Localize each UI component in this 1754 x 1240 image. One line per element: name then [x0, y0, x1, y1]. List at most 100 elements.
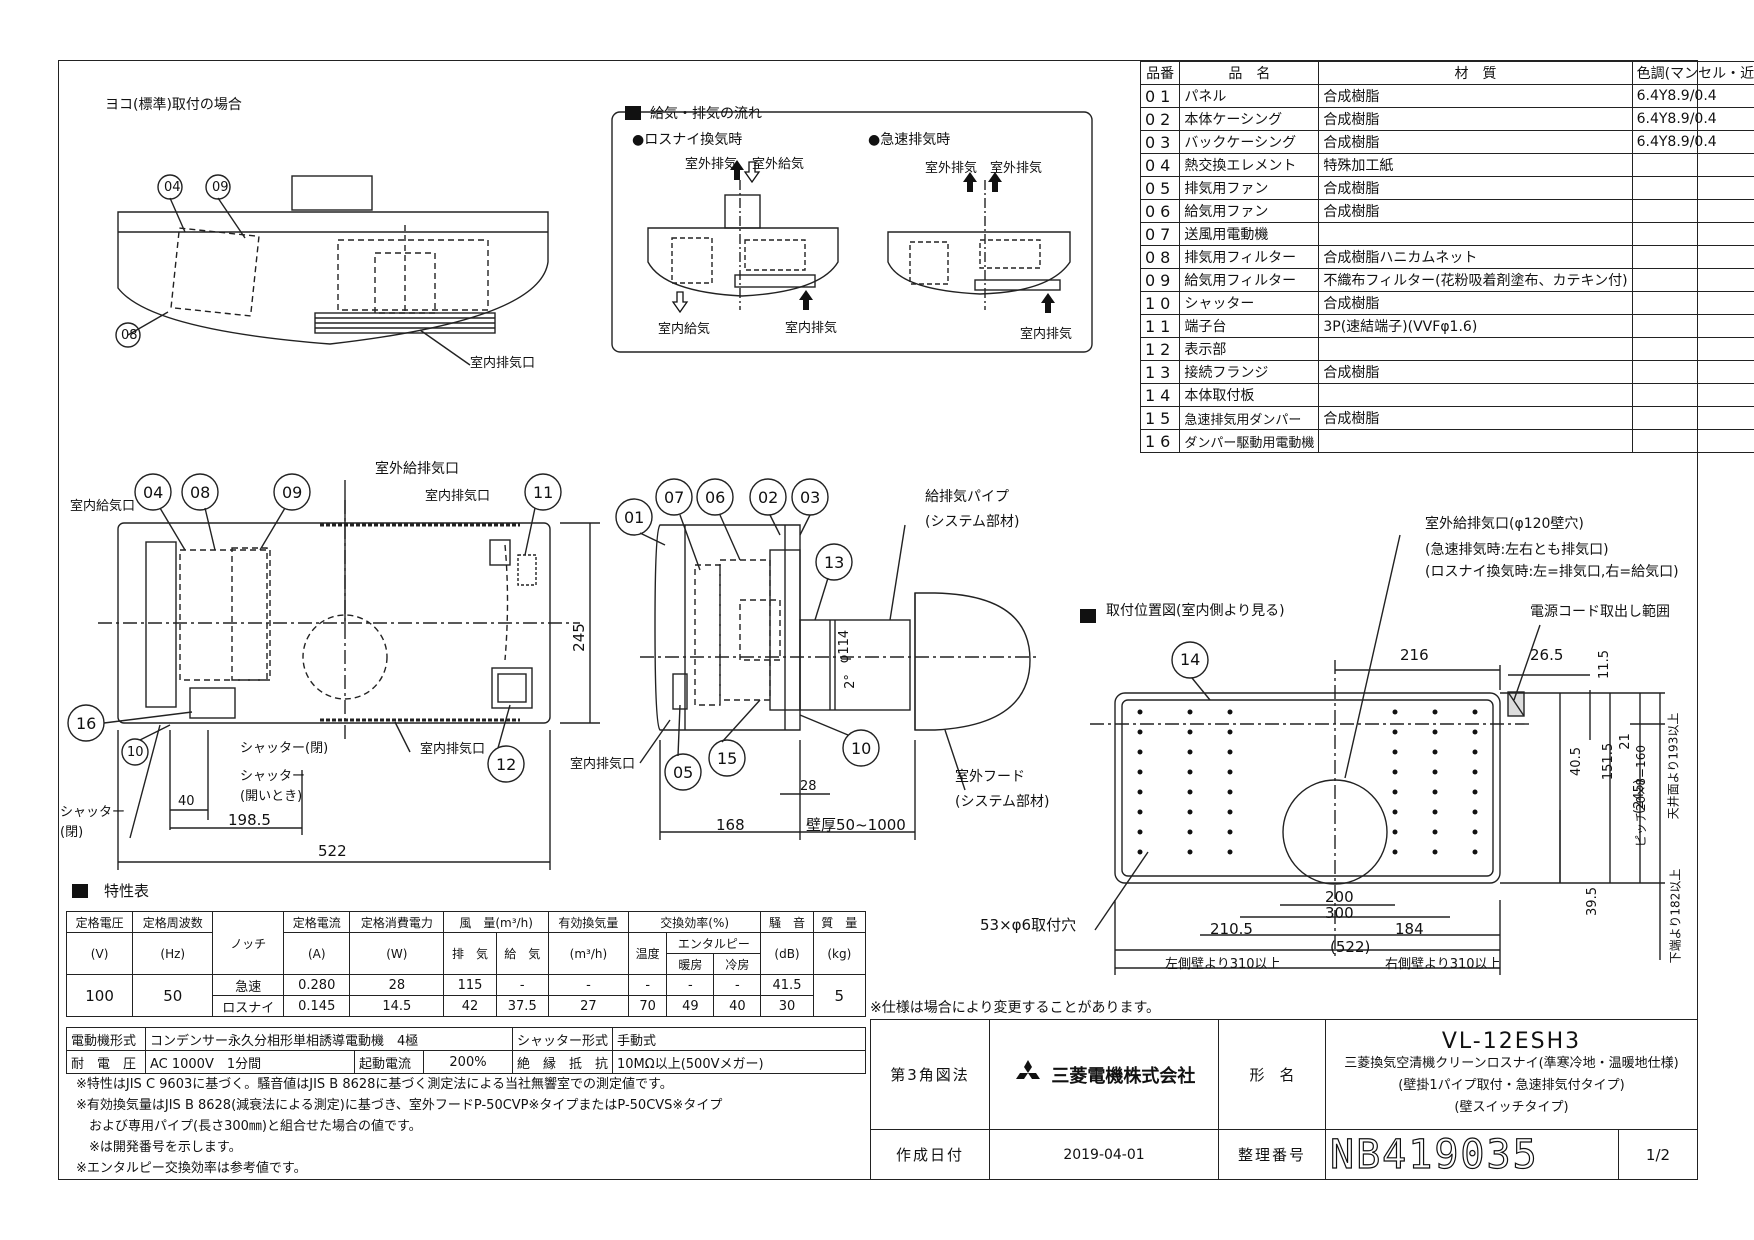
parts-header-material: 材 質 [1318, 61, 1633, 85]
parts-header-name: 品 名 [1179, 61, 1320, 85]
part-material: 合成樹脂ハニカムネット [1318, 245, 1633, 269]
mount-hole [1227, 729, 1233, 735]
mount-hole [1392, 709, 1398, 715]
dim-245: 245 [569, 623, 588, 652]
note-2: ※有効換気量はJIS B 8628(減衰法による測定)に基づき、室外フードP-5… [76, 1098, 723, 1113]
note-5: ※エンタルピー交換効率は参考値です。 [76, 1161, 307, 1176]
mount-hole [1472, 829, 1478, 835]
spec-current-1: 0.145 [283, 995, 351, 1017]
insul-value: 10MΩ以上(500Vメガー) [612, 1050, 866, 1074]
dim-184: 184 [1395, 920, 1424, 938]
part-no: 15 [1139, 406, 1181, 430]
mount-hole [1227, 809, 1233, 815]
spec-temp-1: 70 [627, 995, 668, 1017]
dim-floor: 下端より182以上 [1668, 868, 1683, 964]
pipe-label: 給排気パイプ [925, 489, 1009, 505]
mount-hole [1432, 809, 1438, 815]
h-air: 風 量(m³/h) [443, 911, 549, 933]
mount-cord: 電源コード取出し範囲 [1530, 604, 1670, 620]
part-no: 14 [1139, 383, 1181, 407]
dim-slope: 2° [842, 674, 858, 689]
spec-row-quick: 100 50 急速 0.280 28 115 - - - - - 41.5 5 [65, 974, 867, 1017]
spec-power-1: 14.5 [349, 995, 445, 1017]
h-notch: ノッチ [212, 911, 285, 975]
flow-title-square [625, 106, 641, 120]
h-voltage: 定格電圧 [65, 911, 134, 933]
part-material [1318, 383, 1633, 407]
mount-hole [1392, 729, 1398, 735]
u-mass: (kg) [812, 932, 867, 975]
spec-sup-1: 37.5 [495, 995, 549, 1017]
sec-callout-05: 05 [673, 763, 694, 782]
part-material: 合成樹脂 [1318, 199, 1633, 223]
projection: 第3角図法 [870, 1019, 990, 1130]
mount-hole [1187, 849, 1193, 855]
mount-hole [1187, 789, 1193, 795]
dim-11: 11.5 [1596, 650, 1612, 679]
spec-table-2: 電動機形式 コンデンサー永久分相形単相誘導電動機 4極 シャッター形式 手動式 … [66, 1027, 866, 1074]
part-name: 排気用フィルター [1179, 245, 1320, 269]
mount-hole [1227, 849, 1233, 855]
parts-header-color: 色調(マンセル・近) [1631, 61, 1754, 85]
note-1: ※特性はJIS C 9603に基づく。騒音値はJIS B 8628に基づく測定法… [76, 1077, 673, 1092]
u-voltage: (V) [65, 932, 134, 975]
mount-hole [1392, 829, 1398, 835]
spec-exh-0: 115 [443, 974, 497, 996]
parts-header-row: 品番 品 名 材 質 色調(マンセル・近) [1139, 61, 1754, 85]
number-label: 整理番号 [1218, 1129, 1326, 1180]
shutter-open-sub: (開いとき) [240, 789, 303, 804]
flow-quick: ●急速排気時 [868, 132, 951, 148]
part-color [1631, 429, 1754, 453]
flow-in-supply: 室内給気 [658, 322, 711, 337]
mount-hole [1137, 849, 1143, 855]
front-callout-11: 11 [533, 483, 554, 502]
part-name: 表示部 [1179, 337, 1320, 361]
part-color [1631, 176, 1754, 200]
u-noise: (dB) [760, 932, 814, 975]
flow-title: 給気・排気の流れ [650, 106, 762, 122]
part-color [1631, 314, 1754, 338]
front-room-exhaust-top: 室内排気口 [425, 489, 491, 504]
part-no: 12 [1139, 337, 1181, 361]
h-exch: 交換効率(%) [627, 911, 762, 933]
insul-label: 絶 縁 抵 抗 [511, 1050, 614, 1074]
front-callout-16: 16 [76, 714, 97, 733]
dim-28: 28 [800, 779, 817, 794]
front-callout-09: 09 [282, 483, 303, 502]
mount-callout-14: 14 [1180, 650, 1201, 669]
dim-210: 210.5 [1210, 920, 1253, 938]
part-color [1631, 291, 1754, 315]
shutter-value: 手動式 [612, 1027, 866, 1051]
dim-200: 200 [1325, 888, 1354, 906]
mount-hole [1432, 709, 1438, 715]
dim-right-wall: 右側壁より310以上 [1385, 957, 1501, 972]
hood-sub: (システム部材) [955, 794, 1050, 810]
part-name: 接続フランジ [1179, 360, 1320, 384]
sec-callout-13: 13 [824, 553, 845, 572]
mount-hole [1227, 749, 1233, 755]
withstand-value: AC 1000V 1分間 [145, 1050, 355, 1074]
part-material [1318, 222, 1633, 246]
spec-temp-0: - [627, 974, 668, 996]
part-no: 07 [1139, 222, 1181, 246]
part-no: 06 [1139, 199, 1181, 223]
part-no: 16 [1139, 429, 1181, 453]
part-no: 11 [1139, 314, 1181, 338]
h-power: 定格消費電力 [349, 911, 445, 933]
h-exh: 排 気 [443, 932, 497, 975]
mount-hole [1227, 789, 1233, 795]
part-material: 特殊加工紙 [1318, 153, 1633, 177]
mount-hole [1432, 829, 1438, 835]
dim-left-wall: 左側壁より310以上 [1165, 957, 1281, 972]
dim-39: 39.5 [1584, 887, 1600, 916]
mount-port: 室外給排気口(φ120壁穴) [1425, 516, 1584, 532]
part-material: 合成樹脂 [1318, 84, 1633, 108]
flow-in-exhaust-2: 室内排気 [1020, 327, 1073, 342]
part-color [1631, 268, 1754, 292]
